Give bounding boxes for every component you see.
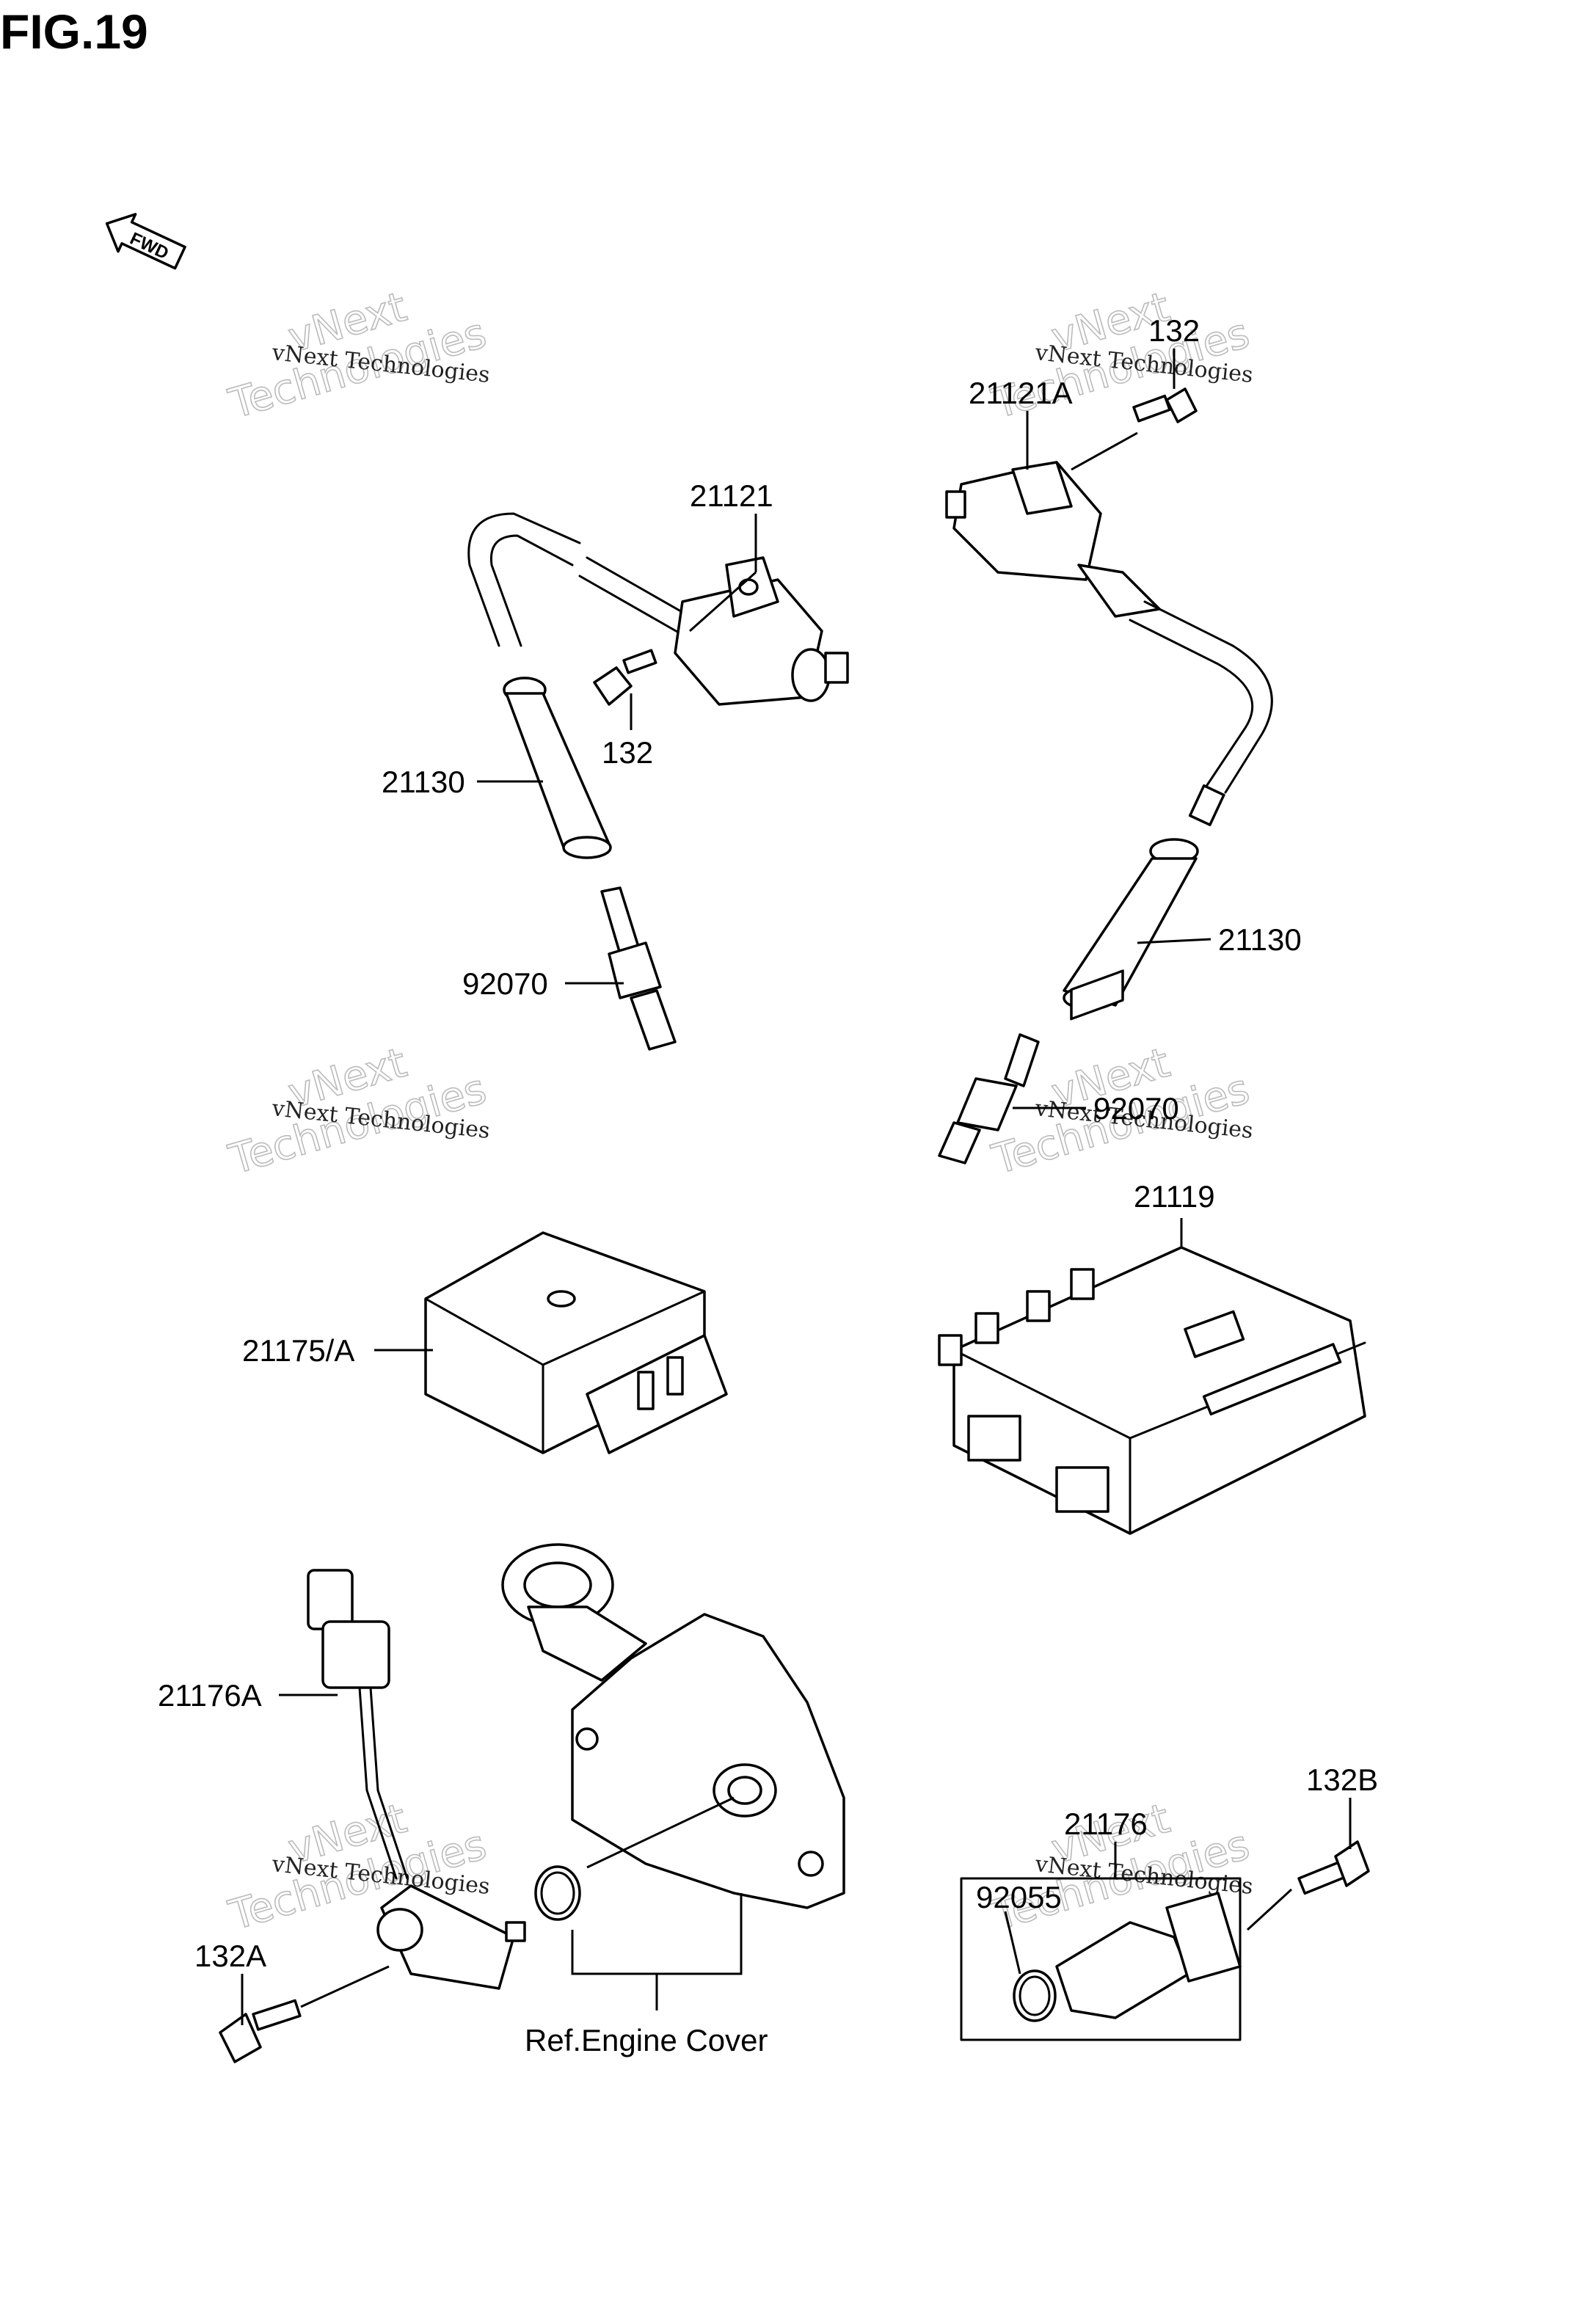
callout-92070-left: 92070: [462, 966, 548, 1001]
callout-132-right: 132: [1148, 313, 1200, 348]
bolt-132-left: [593, 649, 657, 706]
plug-cap-21130-left: [503, 677, 612, 859]
o-ring-engine-cover: [534, 1865, 581, 1921]
sensor-21176a: [307, 1569, 526, 1990]
leader-lines: [241, 349, 1352, 2025]
bolt-132b: [1297, 1840, 1370, 1895]
callout-92055: 92055: [976, 1880, 1062, 1914]
callout-21176: 21176: [1064, 1807, 1148, 1841]
engine-cover: [501, 1543, 845, 1909]
callout-21130-right: 21130: [1218, 922, 1302, 957]
bolt-132a: [219, 1999, 302, 2063]
sensor-21176-box: [960, 1877, 1242, 2041]
callout-132b: 132B: [1306, 1762, 1378, 1797]
callout-21176a: 21176A: [158, 1678, 262, 1713]
bolt-132-right: [1132, 387, 1198, 423]
plug-cap-21130-right: [1063, 838, 1199, 1010]
ignition-coil-left: [467, 512, 849, 706]
callout-ref-engine-cover: Ref.Engine Cover: [525, 2023, 768, 2057]
spark-plug-92070-right: [938, 1033, 1040, 1164]
callout-21175a: 21175/A: [242, 1333, 354, 1368]
figure-title: FIG.19: [0, 4, 148, 59]
fwd-arrow-icon: FWD: [105, 213, 186, 270]
callout-92070-right: 92070: [1093, 1091, 1179, 1126]
callout-21130-left: 21130: [382, 765, 465, 799]
watermark-mid-left: vNext Technologies vNext Technologies: [223, 1038, 492, 1184]
callout-21121a: 21121A: [969, 376, 1073, 410]
callout-21121: 21121: [690, 478, 773, 513]
spark-plug-92070-left: [600, 886, 677, 1051]
callout-21119: 21119: [1134, 1179, 1215, 1214]
cdi-unit-21175a: [424, 1231, 728, 1454]
ignition-coil-right: [945, 461, 1273, 826]
callout-132a: 132A: [194, 1939, 266, 1973]
watermark-top-left: vNext Technologies vNext Technologies: [223, 282, 492, 429]
callout-132-left: 132: [602, 735, 653, 770]
ecu-21119: [938, 969, 1366, 1535]
